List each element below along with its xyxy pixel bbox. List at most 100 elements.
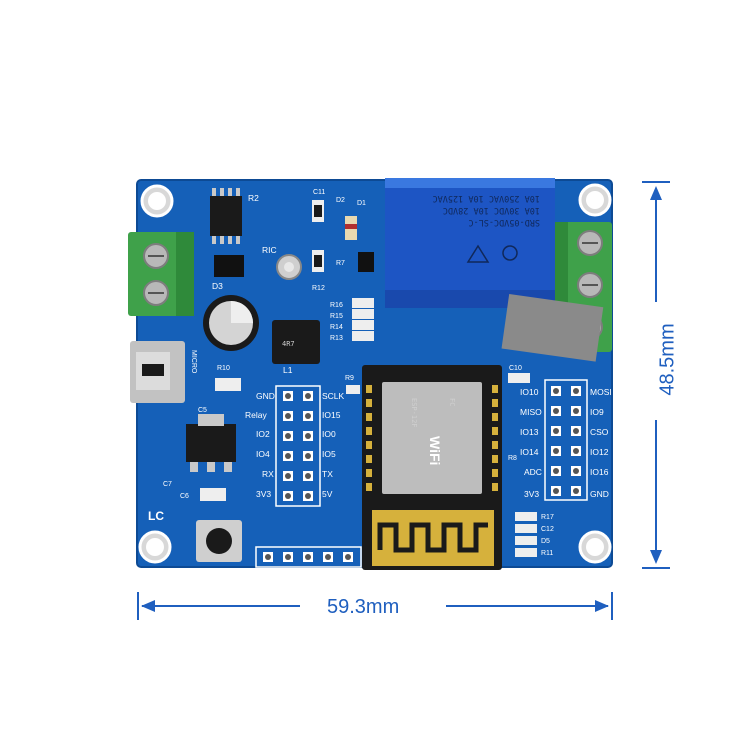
width-dimension-label: 59.3mm (327, 596, 400, 618)
label-micro: MICRO (190, 350, 197, 374)
svg-text:IO12: IO12 (590, 447, 609, 457)
label-r11: R11 (541, 550, 553, 557)
pin-hole (553, 428, 559, 434)
pin-hole (553, 488, 559, 494)
svg-text:MISO: MISO (520, 407, 542, 417)
pin-hole (573, 388, 579, 394)
label-c12: C12 (541, 526, 554, 533)
cap-c6 (200, 488, 226, 501)
mid-header-labels: SCLK IO15 IO0 IO5 TX 5V (322, 391, 345, 499)
pin-hole (573, 428, 579, 434)
label-ric: RIC (262, 245, 277, 255)
left-terminal-block (128, 232, 194, 316)
right-header (544, 379, 588, 501)
module-pad (366, 427, 372, 435)
label-d2: D2 (336, 197, 345, 204)
svg-text:IO2: IO2 (256, 429, 270, 439)
pin-hole (305, 493, 311, 499)
label-r12: R12 (312, 285, 325, 292)
svg-text:TX: TX (322, 469, 333, 479)
pin-hole (305, 453, 311, 459)
module-pad (366, 399, 372, 407)
smd-components (312, 200, 374, 341)
svg-text:IO4: IO4 (256, 449, 270, 459)
reset-button (196, 520, 242, 562)
module-pad (366, 413, 372, 421)
module-pad (492, 385, 498, 393)
module-model: ESP-12F (410, 398, 418, 428)
relay: SRD-05VDC-SL-C 10A 30VDC 10A 28VDC 10A 2… (385, 178, 604, 362)
svg-text:IO5: IO5 (322, 449, 336, 459)
board-logo: LC (148, 509, 164, 523)
pin-hole (285, 433, 291, 439)
esp-module: FC WiFi ESP-12F (362, 365, 502, 570)
width-dimension (137, 592, 613, 620)
mounting-holes (138, 183, 612, 564)
label-d1: D1 (357, 200, 366, 207)
warning-triangle-icon (466, 244, 490, 263)
right-header-right-labels: MOSI IO9 CSO IO12 IO16 GND (590, 387, 612, 499)
relay-line-2: 10A 30VDC 10A 28VDC (443, 205, 540, 215)
pin-hole (305, 393, 311, 399)
module-cert: FC (448, 398, 456, 406)
svg-text:IO9: IO9 (590, 407, 604, 417)
svg-text:3V3: 3V3 (524, 489, 539, 499)
large-capacitor (203, 295, 259, 351)
label-r8: R8 (508, 455, 517, 462)
module-pad (366, 469, 372, 477)
pin-hole (285, 473, 291, 479)
pin-hole (285, 413, 291, 419)
module-pad (492, 455, 498, 463)
label-d5: D5 (541, 538, 550, 545)
svg-text:GND: GND (256, 391, 275, 401)
bottom-header-pins (263, 552, 353, 562)
module-pad (492, 413, 498, 421)
module-pad (492, 483, 498, 491)
label-d3: D3 (212, 281, 223, 291)
label-r13: R13 (330, 335, 343, 342)
res-r9 (346, 385, 360, 394)
label-l1: L1 (283, 365, 293, 375)
relay-line-1: SRD-05VDC-SL-C (468, 217, 540, 227)
label-r17: R17 (541, 514, 554, 521)
svg-text:IO16: IO16 (590, 467, 609, 477)
pin-hole (573, 468, 579, 474)
pin-hole (305, 473, 311, 479)
module-pad (366, 441, 372, 449)
pin-hole (573, 448, 579, 454)
pin-hole (285, 493, 291, 499)
label-r15: R15 (330, 313, 343, 320)
pin-hole (265, 554, 271, 560)
module-pad (492, 427, 498, 435)
label-r16: R16 (330, 302, 343, 309)
svg-text:SCLK: SCLK (322, 391, 345, 401)
pin-hole (305, 433, 311, 439)
transistor (214, 255, 244, 277)
label-c6: C6 (180, 493, 189, 500)
svg-text:IO0: IO0 (322, 429, 336, 439)
label-r2: R2 (248, 193, 259, 203)
pin-hole (553, 448, 559, 454)
svg-text:IO10: IO10 (520, 387, 539, 397)
pin-hole (553, 468, 559, 474)
svg-text:CSO: CSO (590, 427, 609, 437)
pin-hole (345, 554, 351, 560)
pin-hole (285, 453, 291, 459)
small-capacitor (276, 254, 302, 280)
label-r10: R10 (217, 365, 230, 372)
svg-text:RX: RX (262, 469, 274, 479)
micro-usb-port (130, 341, 185, 403)
left-mid-header (275, 385, 321, 507)
label-r9: R9 (345, 375, 354, 382)
label-c5: C5 (198, 407, 207, 414)
relay-line-3: 10A 250VAC 10A 125VAC (433, 193, 540, 203)
label-r7: R7 (336, 260, 345, 267)
label-c11: C11 (313, 189, 325, 196)
status-leds (515, 512, 537, 557)
pin-hole (573, 408, 579, 414)
bottom-header (255, 546, 362, 568)
height-dimension (642, 181, 670, 569)
label-c10: C10 (509, 365, 522, 372)
label-c7: C7 (163, 481, 172, 488)
